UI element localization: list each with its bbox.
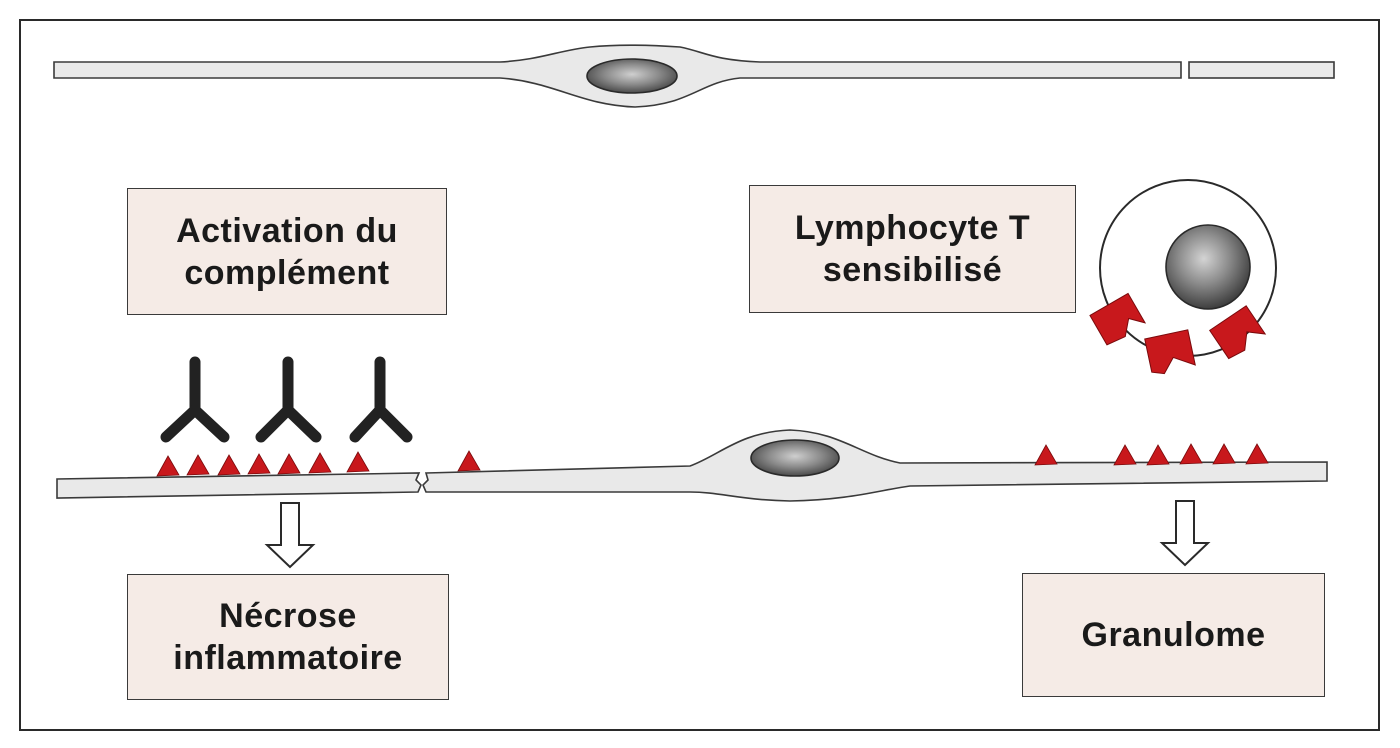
lymphocyte-cell (1089, 179, 1277, 375)
label-lymphocyte-t: Lymphocyte T sensibilisé (749, 185, 1076, 313)
label-activation-complement: Activation du complément (127, 188, 447, 315)
outer-frame (19, 19, 1380, 731)
antigen-triangle (217, 454, 241, 476)
antigen-triangle (457, 450, 481, 472)
arrow-granulome (1159, 500, 1211, 567)
antibody-icon (255, 356, 322, 443)
label-line: Nécrose (219, 597, 357, 635)
label-line: sensibilisé (822, 251, 1003, 289)
antigen-triangle (1179, 443, 1203, 465)
label-line: Activation du (176, 211, 398, 250)
arrow-necrose (264, 502, 316, 569)
antigen-group (156, 443, 1269, 477)
receptor-icon (1089, 292, 1147, 346)
antigen-triangle (247, 453, 271, 475)
bottom-cell-nucleus (750, 439, 840, 477)
label-necrose-inflammatoire: Nécrose inflammatoire (127, 574, 449, 700)
top-nerve-fiber (53, 44, 1335, 108)
label-line: inflammatoire (173, 639, 403, 677)
receptor-icon (1209, 305, 1267, 360)
top-fiber-segment (1188, 61, 1335, 79)
antigen-triangle (308, 452, 332, 474)
label-granulome: Granulome (1022, 573, 1325, 697)
label-line: Granulome (1081, 616, 1266, 654)
antigen-triangle (156, 455, 180, 477)
antigen-triangle (1245, 443, 1269, 465)
lymphocyte-nucleus (1165, 224, 1251, 310)
label-line: complément (184, 253, 390, 292)
antigen-triangle (277, 453, 301, 475)
top-cell-nucleus (586, 58, 678, 94)
antigen-triangle (186, 454, 210, 476)
antigen-triangle (1034, 444, 1058, 466)
hollow-down-arrow-icon (264, 502, 316, 569)
bottom-nerve-fiber (56, 429, 1328, 502)
antibody-icon (349, 356, 413, 443)
antibody-group (160, 356, 413, 443)
antigen-triangle (1212, 443, 1236, 465)
antigen-triangle (346, 451, 370, 473)
hollow-down-arrow-icon (1159, 500, 1211, 567)
bottom-fiber-left-segment (56, 472, 422, 499)
bottom-fiber-right-segment (422, 429, 1328, 502)
antigen-triangle (1146, 444, 1170, 466)
receptor-icon (1144, 329, 1196, 375)
antibody-icon (160, 356, 230, 443)
antigen-triangle (1113, 444, 1137, 466)
label-line: Lymphocyte T (794, 209, 1031, 247)
